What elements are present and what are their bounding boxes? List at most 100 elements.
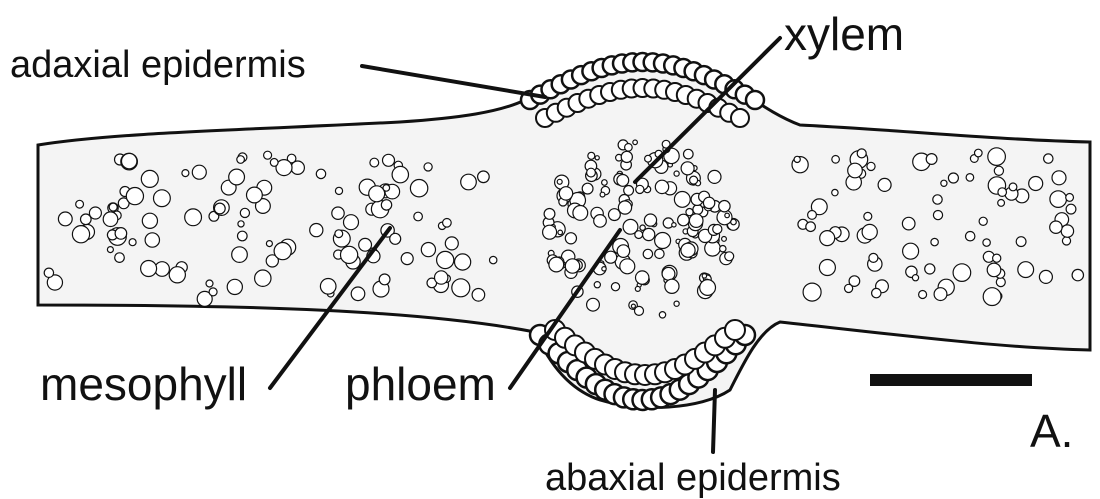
mesophyll-cell (931, 238, 938, 245)
mesophyll-cell (421, 243, 435, 257)
mesophyll-cell (925, 264, 935, 274)
mesophyll-cell (58, 212, 72, 226)
vascular-cell (684, 149, 694, 159)
vascular-cell (644, 214, 656, 226)
mesophyll-cell (1039, 270, 1052, 283)
mesophyll-cell (115, 253, 125, 263)
mesophyll-cell (455, 254, 471, 270)
vascular-cell (672, 223, 676, 227)
mesophyll-cell (1072, 269, 1083, 280)
mesophyll-cell (1018, 262, 1034, 278)
label-adaxial-epidermis: adaxial epidermis (10, 44, 306, 86)
vascular-cell (725, 213, 730, 218)
mesophyll-cell (832, 156, 840, 164)
epidermis-cell (746, 91, 764, 109)
mesophyll-cell (902, 217, 915, 230)
mesophyll-cell (274, 243, 291, 260)
mesophyll-cell (953, 264, 971, 282)
vascular-cell (600, 192, 605, 197)
mesophyll-cell (1016, 237, 1026, 247)
mesophyll-cell (445, 237, 458, 250)
mesophyll-cell (832, 189, 838, 195)
mesophyll-cell (903, 243, 919, 259)
mesophyll-cell (472, 289, 485, 302)
vascular-cell (557, 179, 562, 184)
mesophyll-cell (452, 279, 470, 297)
mesophyll-cell (115, 228, 127, 240)
vascular-cell (588, 152, 595, 159)
vascular-cell (631, 304, 635, 308)
vascular-cell (624, 186, 634, 196)
vascular-cell (582, 183, 593, 194)
mesophyll-cell (401, 253, 413, 265)
vascular-cell (559, 187, 572, 200)
label-panel: A. (1030, 405, 1073, 457)
vascular-cell (674, 301, 679, 306)
vascular-cell (621, 151, 632, 162)
mesophyll-cell (316, 169, 325, 178)
label-mesophyll: mesophyll (40, 358, 247, 410)
mesophyll-cell (238, 231, 248, 241)
mesophyll-cell (934, 288, 947, 301)
mesophyll-cell (948, 173, 958, 183)
mesophyll-cell (933, 211, 942, 220)
mesophyll-cell (122, 153, 137, 168)
mesophyll-cell (264, 151, 272, 159)
label-abaxial-epidermis: abaxial epidermis (545, 457, 841, 499)
mesophyll-cell (490, 256, 497, 263)
mesophyll-cell (848, 163, 863, 178)
collenchyma-cell (725, 320, 745, 340)
vascular-cell (645, 155, 652, 162)
vascular-cell (635, 286, 640, 291)
mesophyll-cell (996, 278, 1005, 287)
mesophyll-cell (1050, 191, 1067, 208)
mesophyll-cell (878, 178, 891, 191)
vascular-cell (605, 251, 617, 263)
mesophyll-cell (1062, 237, 1070, 245)
mesophyll-cell (988, 148, 1006, 166)
vascular-cell (633, 140, 638, 145)
vascular-cell (655, 233, 671, 249)
mesophyll-cell (192, 165, 206, 179)
mesophyll-cell (919, 291, 927, 299)
mesophyll-cell (141, 261, 157, 277)
vascular-cell (674, 171, 679, 176)
vascular-cell (611, 283, 619, 291)
mesophyll-cell (437, 251, 454, 268)
vascular-cell (602, 180, 608, 186)
mesophyll-cell (381, 200, 391, 210)
vascular-cell (713, 225, 722, 234)
vascular-cell (544, 209, 555, 220)
mesophyll-cell (332, 207, 344, 219)
mesophyll-cell (379, 274, 390, 285)
vascular-cell (617, 245, 630, 258)
mesophyll-cell (806, 222, 816, 232)
mesophyll-cell (320, 279, 336, 295)
mesophyll-cell (206, 280, 213, 287)
vascular-cell (702, 274, 706, 278)
mesophyll-cell (266, 241, 272, 247)
mesophyll-cell (109, 203, 117, 211)
vascular-cell (635, 306, 644, 315)
mesophyll-cell (335, 187, 342, 194)
vascular-cell (678, 214, 690, 226)
mesophyll-cell (1029, 177, 1043, 191)
mesophyll-cell (975, 149, 983, 157)
mesophyll-cell (966, 232, 975, 241)
mesophyll-cell (182, 170, 189, 177)
mesophyll-cell (819, 260, 835, 276)
mesophyll-cell (370, 158, 379, 167)
mesophyll-cell (998, 188, 1007, 197)
mesophyll-cell (227, 279, 242, 294)
mesophyll-cell (341, 246, 358, 263)
vascular-cell (565, 233, 576, 244)
mesophyll-cell (867, 162, 875, 170)
mesophyll-cell (383, 154, 395, 166)
vascular-cell (703, 197, 714, 208)
mesophyll-cell (1009, 183, 1017, 191)
vascular-cell (725, 252, 734, 261)
mesophyll-cell (232, 247, 248, 263)
mesophyll-cell (89, 207, 101, 219)
mesophyll-cell (933, 195, 942, 204)
mesophyll-cell (383, 185, 390, 192)
